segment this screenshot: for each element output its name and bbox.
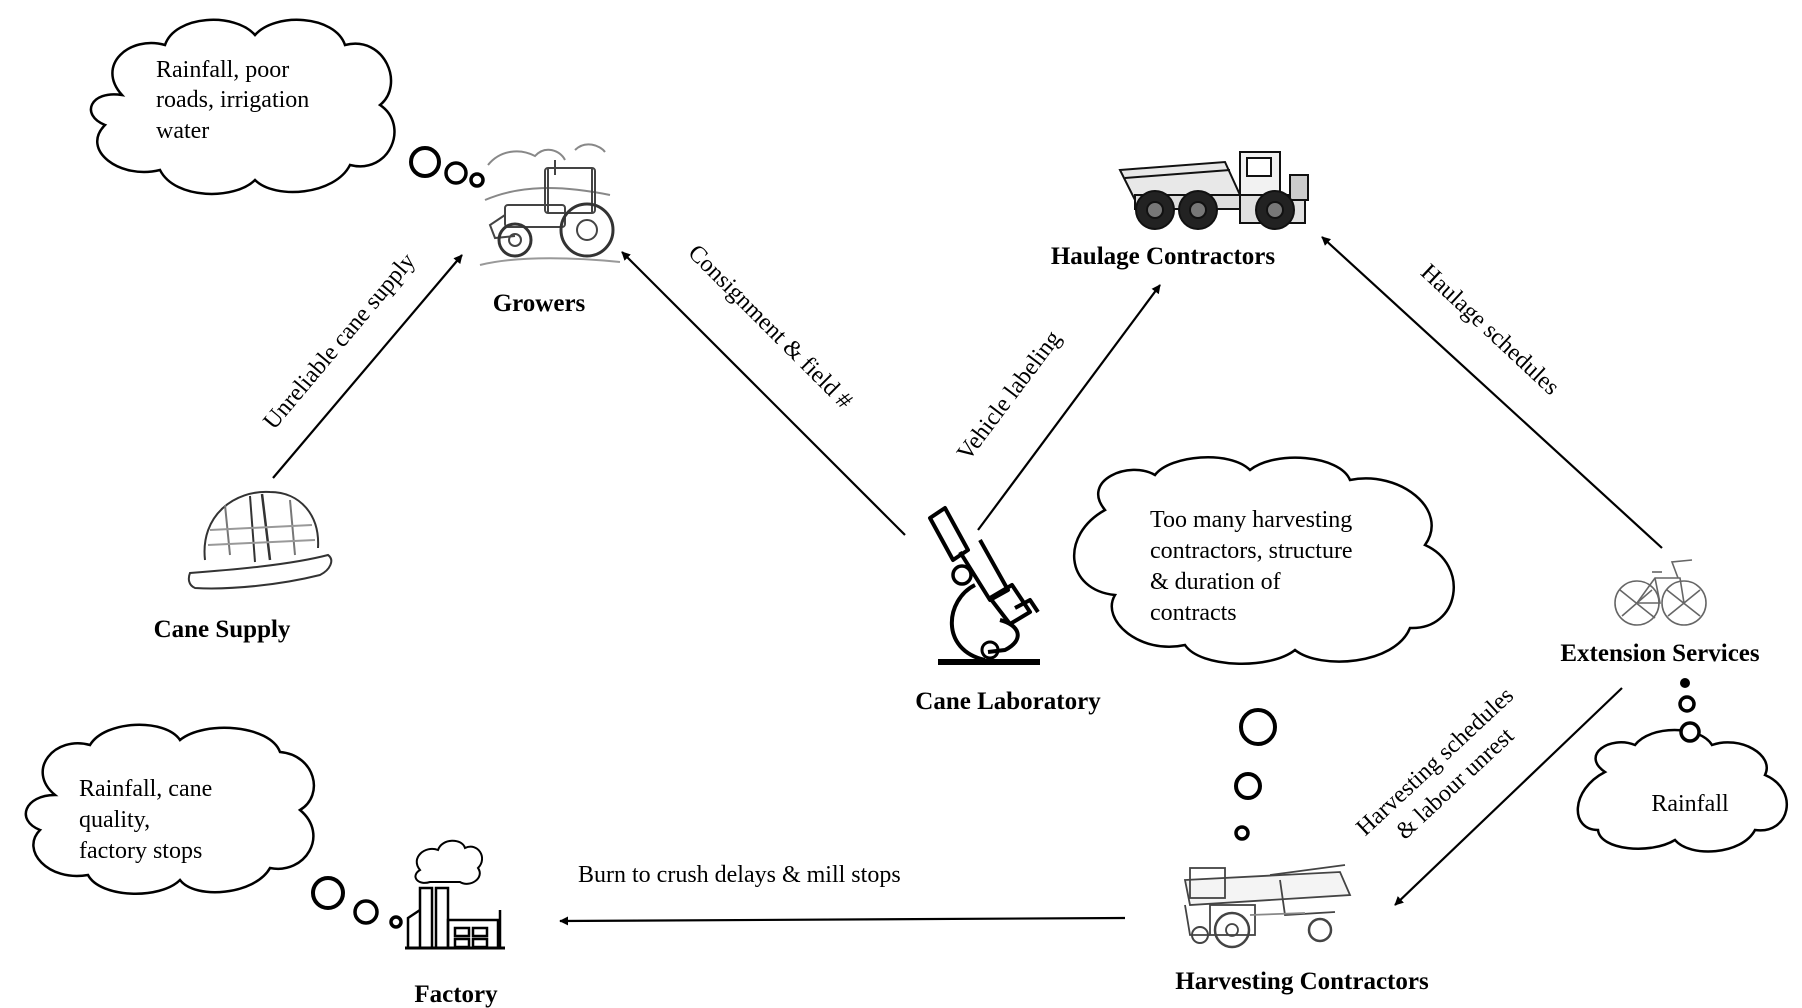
- cloud-factory-line2: quality,: [79, 807, 150, 833]
- cloud-growers-line1: Rainfall, poor: [156, 57, 289, 83]
- cloud-growers-line2: roads, irrigation: [156, 87, 309, 113]
- factory-icon: [405, 839, 505, 950]
- node-label-extension-services: Extension Services: [1560, 640, 1760, 667]
- cloud-harvesting-line1: Too many harvesting: [1150, 507, 1352, 533]
- cloud-harvesting-line3: & duration of: [1150, 569, 1281, 595]
- microscope-icon: [928, 506, 1040, 665]
- node-label-growers: Growers: [493, 290, 586, 317]
- edge-label-consignment: Consignment & field #: [683, 240, 857, 414]
- cloud-factory-line1: Rainfall, cane: [79, 776, 212, 802]
- arrow-extension-to-harvesting: [1394, 687, 1623, 906]
- combine-harvester-icon: [1183, 864, 1352, 949]
- cloud-factory: Rainfall, cane quality, factory stops: [24, 723, 403, 929]
- arrow-extension-to-haulage: [1321, 236, 1663, 549]
- edge-label-burn-to-crush: Burn to crush delays & mill stops: [578, 862, 901, 888]
- dump-truck-icon: [1118, 151, 1309, 230]
- hard-hat-icon: [187, 490, 333, 590]
- edge-label-vehicle-labeling: Vehicle labeling: [952, 326, 1066, 466]
- arrow-harvesting-to-factory: [559, 916, 1126, 926]
- cloud-growers-line3: water: [156, 118, 209, 144]
- node-label-harvesting: Harvesting Contractors: [1175, 968, 1429, 995]
- cloud-extension: Rainfall: [1576, 678, 1788, 853]
- cloud-growers: Rainfall, poor roads, irrigation water: [89, 18, 485, 196]
- cloud-harvesting-line4: contracts: [1150, 600, 1237, 626]
- node-label-factory: Factory: [414, 981, 498, 1008]
- cloud-extension-line1: Rainfall: [1651, 791, 1729, 817]
- arrow-cane-supply-to-growers: [272, 254, 463, 479]
- edge-label-haulage-schedules: Haulage schedules: [1415, 259, 1564, 400]
- bicycle-icon: [1614, 559, 1707, 626]
- arrow-lab-to-growers: [621, 251, 906, 536]
- cloud-harvesting-line2: contractors, structure: [1150, 538, 1353, 564]
- node-label-cane-supply: Cane Supply: [154, 616, 291, 643]
- node-label-haulage: Haulage Contractors: [1051, 243, 1276, 270]
- tractor-icon: [479, 143, 621, 266]
- node-label-cane-laboratory: Cane Laboratory: [915, 688, 1101, 715]
- arrow-lab-to-haulage: [977, 284, 1161, 531]
- cloud-factory-line3: factory stops: [79, 838, 202, 864]
- edge-label-unreliable-supply: Unreliable cane supply: [259, 248, 421, 434]
- cloud-harvesting: Too many harvesting contractors, structu…: [1072, 456, 1455, 841]
